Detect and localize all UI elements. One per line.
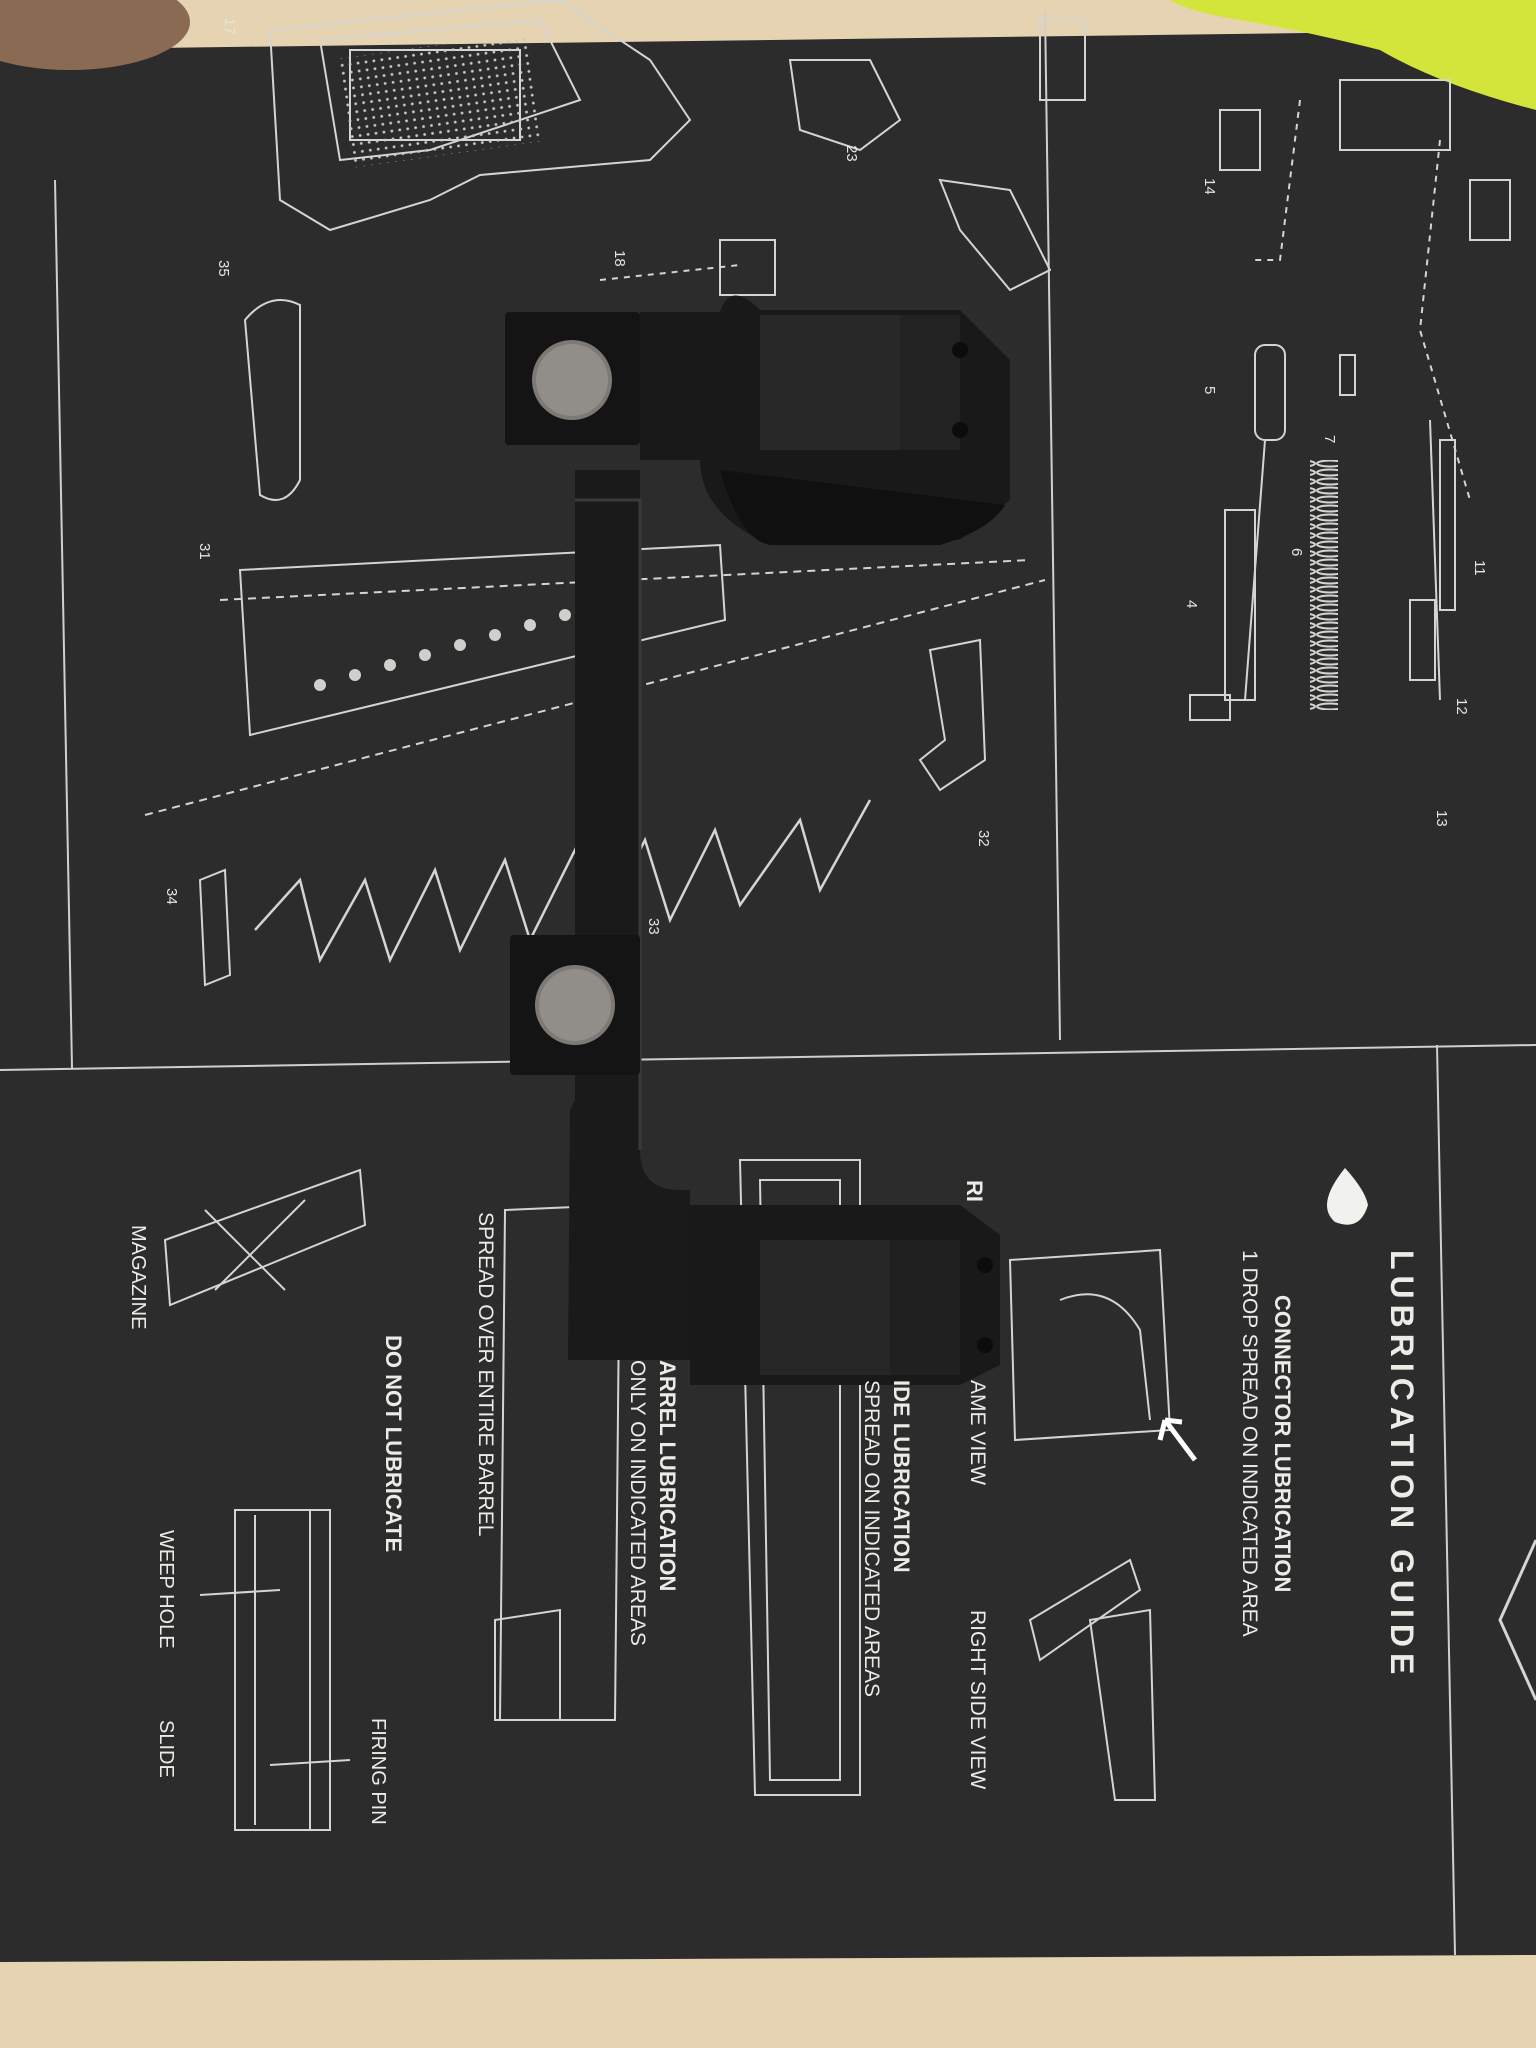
recoil-spring	[1310, 460, 1338, 710]
callout-17: 17	[221, 18, 238, 35]
callout-13: 13	[1433, 810, 1450, 827]
slide-lube-line-art	[738, 1159, 861, 1796]
connector-heading: CONNECTOR LUBRICATION	[1270, 1295, 1295, 1593]
barrel-heading: ARREL LUBRICATION	[655, 1360, 680, 1592]
grip-texture	[338, 32, 542, 168]
callout-11: 11	[1471, 560, 1488, 576]
callout-6: 6	[1288, 548, 1305, 557]
oil-drop-icon	[1327, 1168, 1368, 1225]
arrow-icon	[1157, 1417, 1197, 1462]
callout-5: 5	[1201, 386, 1218, 395]
mat-border-lines	[0, 9, 1536, 1956]
magazine-spring	[254, 799, 872, 964]
magazine-label: MAGAZINE	[127, 1225, 149, 1330]
callout-31: 31	[196, 543, 213, 560]
callout-18: 18	[611, 250, 628, 267]
callout-23: 23	[843, 145, 860, 162]
callout-7: 7	[1321, 435, 1338, 444]
callout-33: 33	[645, 918, 662, 935]
trigger-parts-line-art	[599, 19, 1511, 296]
callout-34: 34	[163, 888, 180, 905]
baseplate-line-art	[198, 868, 232, 987]
callout-32: 32	[975, 830, 992, 847]
partial-ri-text: RI	[962, 1180, 987, 1202]
finger	[0, 0, 190, 70]
frame-view-right: RIGHT SIDE VIEW	[966, 1610, 989, 1790]
gun-mat	[0, 30, 1536, 1962]
right-parts-line-art	[1189, 99, 1471, 721]
weep-hole-label: WEEP HOLE	[155, 1530, 177, 1649]
do-not-lubricate: DO NOT LUBRICATE	[381, 1335, 406, 1553]
firing-pin-label: FIRING PIN	[367, 1718, 389, 1825]
slide-text: SPREAD ON INDICATED AREAS	[860, 1380, 883, 1698]
slide-diagram-line-art	[199, 1509, 351, 1831]
follower-line-art	[918, 638, 987, 792]
magazine-cross-line-art	[163, 1168, 367, 1307]
microfiber-cloth	[1170, 0, 1536, 110]
connector-text: 1 DROP SPREAD ON INDICATED AREA	[1238, 1250, 1261, 1637]
slide-label: SLIDE	[155, 1720, 177, 1778]
scope-mount	[505, 295, 1010, 1385]
callout-35: 35	[215, 260, 232, 277]
slide-heading: IDE LUBRICATION	[889, 1380, 914, 1573]
magazine-slots	[314, 609, 571, 691]
barrel-text: ONLY ON INDICATED AREAS	[626, 1360, 649, 1646]
guide-title: LUBRICATION GUIDE	[1384, 1250, 1420, 1681]
barrel-spread-text: SPREAD OVER ENTIRE BARREL	[474, 1212, 497, 1537]
callout-12: 12	[1453, 698, 1470, 715]
callout-14: 14	[1201, 178, 1218, 195]
callout-4: 4	[1183, 600, 1200, 609]
frame-view-left: AME VIEW	[966, 1380, 989, 1486]
mount-arm	[568, 470, 690, 1360]
logo-partial	[1498, 1539, 1536, 1701]
part-35-line-art	[243, 299, 301, 501]
